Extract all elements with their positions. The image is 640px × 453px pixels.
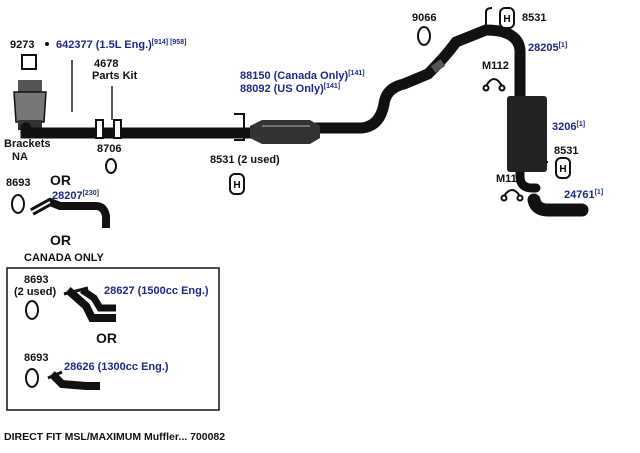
label-or-2: OR — [50, 232, 71, 248]
gasket-icon — [25, 300, 39, 320]
label-28207-ref: [230] — [82, 190, 99, 197]
label-brackets: Brackets — [4, 138, 51, 150]
label-4678: 4678 — [94, 58, 119, 70]
label-28205: 28205[1] — [528, 42, 567, 54]
label-28205-ref: [1] — [558, 42, 568, 49]
label-m112-bottom: M112 — [496, 173, 523, 185]
label-9273: 9273 — [10, 39, 35, 51]
label-canada-only: CANADA ONLY — [24, 252, 104, 264]
label-642377-text: 642377 (1.5L Eng.) — [56, 39, 152, 51]
label-8531-2used: 8531 (2 used) — [210, 154, 280, 166]
hanger-icon: H — [546, 157, 571, 179]
canada-only-box — [6, 267, 220, 411]
label-8693-c: 8693 — [24, 352, 49, 364]
svg-text:H: H — [503, 14, 510, 25]
pipe-icon — [20, 24, 589, 217]
label-8693-b: 8693 — [24, 274, 49, 286]
label-na: NA — [12, 151, 28, 163]
muffler-icon — [507, 96, 547, 172]
svg-text:H: H — [559, 164, 566, 175]
label-28626: 28626 (1300cc Eng.) — [64, 361, 169, 373]
label-28205-text: 28205 — [528, 42, 559, 54]
pipe-icon — [47, 370, 100, 390]
label-24761-text: 24761 — [564, 189, 595, 201]
label-88150-ref: [141] — [348, 70, 365, 77]
label-88092: 88092 (US Only)[141] — [240, 83, 340, 95]
clamp-icon — [500, 189, 524, 202]
hanger-icon: H — [229, 173, 245, 195]
label-3206-ref: [1] — [576, 121, 586, 128]
clamp-icon — [482, 78, 506, 92]
catalytic-converter-icon — [13, 80, 47, 130]
gasket-icon — [21, 54, 37, 70]
label-9066: 9066 — [412, 12, 437, 24]
label-3206-text: 3206 — [552, 121, 577, 133]
label-8706: 8706 — [97, 143, 122, 155]
label-88150: 88150 (Canada Only)[141] — [240, 70, 365, 82]
label-28207-text: 28207 — [52, 190, 83, 202]
gasket-icon — [11, 194, 25, 214]
label-m112-top: M112 — [482, 60, 509, 72]
bracket-icon — [234, 113, 245, 141]
label-or-1: OR — [50, 172, 71, 188]
label-or-3: OR — [96, 330, 117, 346]
label-28627: 28627 (1500cc Eng.) — [104, 285, 209, 297]
gasket-icon — [417, 26, 431, 46]
label-28207: 28207[230] — [52, 190, 99, 202]
label-24761-ref: [1] — [594, 189, 604, 196]
pipe-icon — [63, 286, 116, 322]
pipe-icon — [30, 197, 110, 228]
label-parts-kit: Parts Kit — [92, 70, 138, 82]
gasket-icon — [25, 368, 39, 388]
label-3206: 3206[1] — [552, 121, 585, 133]
flange-icon — [95, 119, 122, 139]
svg-text:H: H — [233, 180, 240, 191]
label-88092-text: 88092 (US Only) — [240, 83, 324, 95]
hanger-icon: H — [485, 7, 515, 30]
label-88092-ref: [141] — [323, 83, 341, 90]
label-642377: 642377 (1.5L Eng.)[914] [958] — [56, 39, 186, 51]
footer-caption: DIRECT FIT MSL/MAXIMUM Muffler... 700082 — [4, 431, 226, 443]
label-88150-text: 88150 (Canada Only) — [240, 70, 349, 82]
leader-lines — [71, 60, 113, 120]
label-642377-refs: [914] [958] — [151, 39, 187, 46]
label-8693-a: 8693 — [6, 177, 31, 189]
bullet-icon — [45, 42, 49, 46]
label-two-used: (2 used) — [14, 286, 57, 298]
label-8531-right: 8531 — [554, 145, 579, 157]
label-8531-top: 8531 — [522, 12, 547, 24]
flange-icon — [430, 59, 446, 73]
resonator-icon — [250, 120, 320, 144]
gasket-icon — [105, 158, 117, 174]
label-24761: 24761[1] — [564, 189, 603, 201]
